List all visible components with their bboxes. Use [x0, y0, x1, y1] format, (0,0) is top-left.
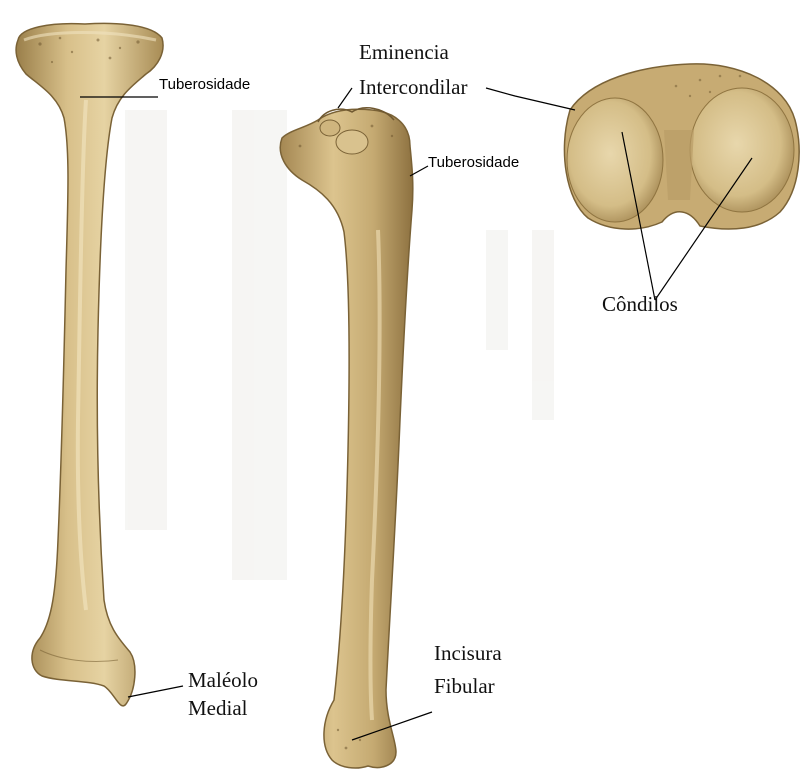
tibia-lateral-view	[280, 108, 413, 768]
leader-maleolo	[128, 686, 183, 697]
label-intercondilar: Intercondilar	[359, 75, 467, 99]
medial-condyle-surface	[567, 98, 663, 222]
label-condilos: Côndilos	[602, 292, 678, 316]
label-maleolo: Maléolo	[188, 668, 258, 692]
label-eminencia: Eminencia	[359, 40, 449, 64]
tibial-plateau-superior-view	[564, 64, 799, 229]
label-tuberosidade-lateral: Tuberosidade	[428, 155, 519, 170]
leader-intercondilar	[486, 88, 575, 110]
lateral-condyle-surface	[690, 88, 794, 212]
label-tuberosidade-anterior: Tuberosidade	[159, 77, 250, 92]
leader-eminencia	[338, 88, 352, 108]
label-medial: Medial	[188, 696, 247, 720]
label-fibular: Fibular	[434, 674, 495, 698]
tibia-lateral-shaft	[280, 109, 413, 768]
label-incisura: Incisura	[434, 641, 502, 665]
